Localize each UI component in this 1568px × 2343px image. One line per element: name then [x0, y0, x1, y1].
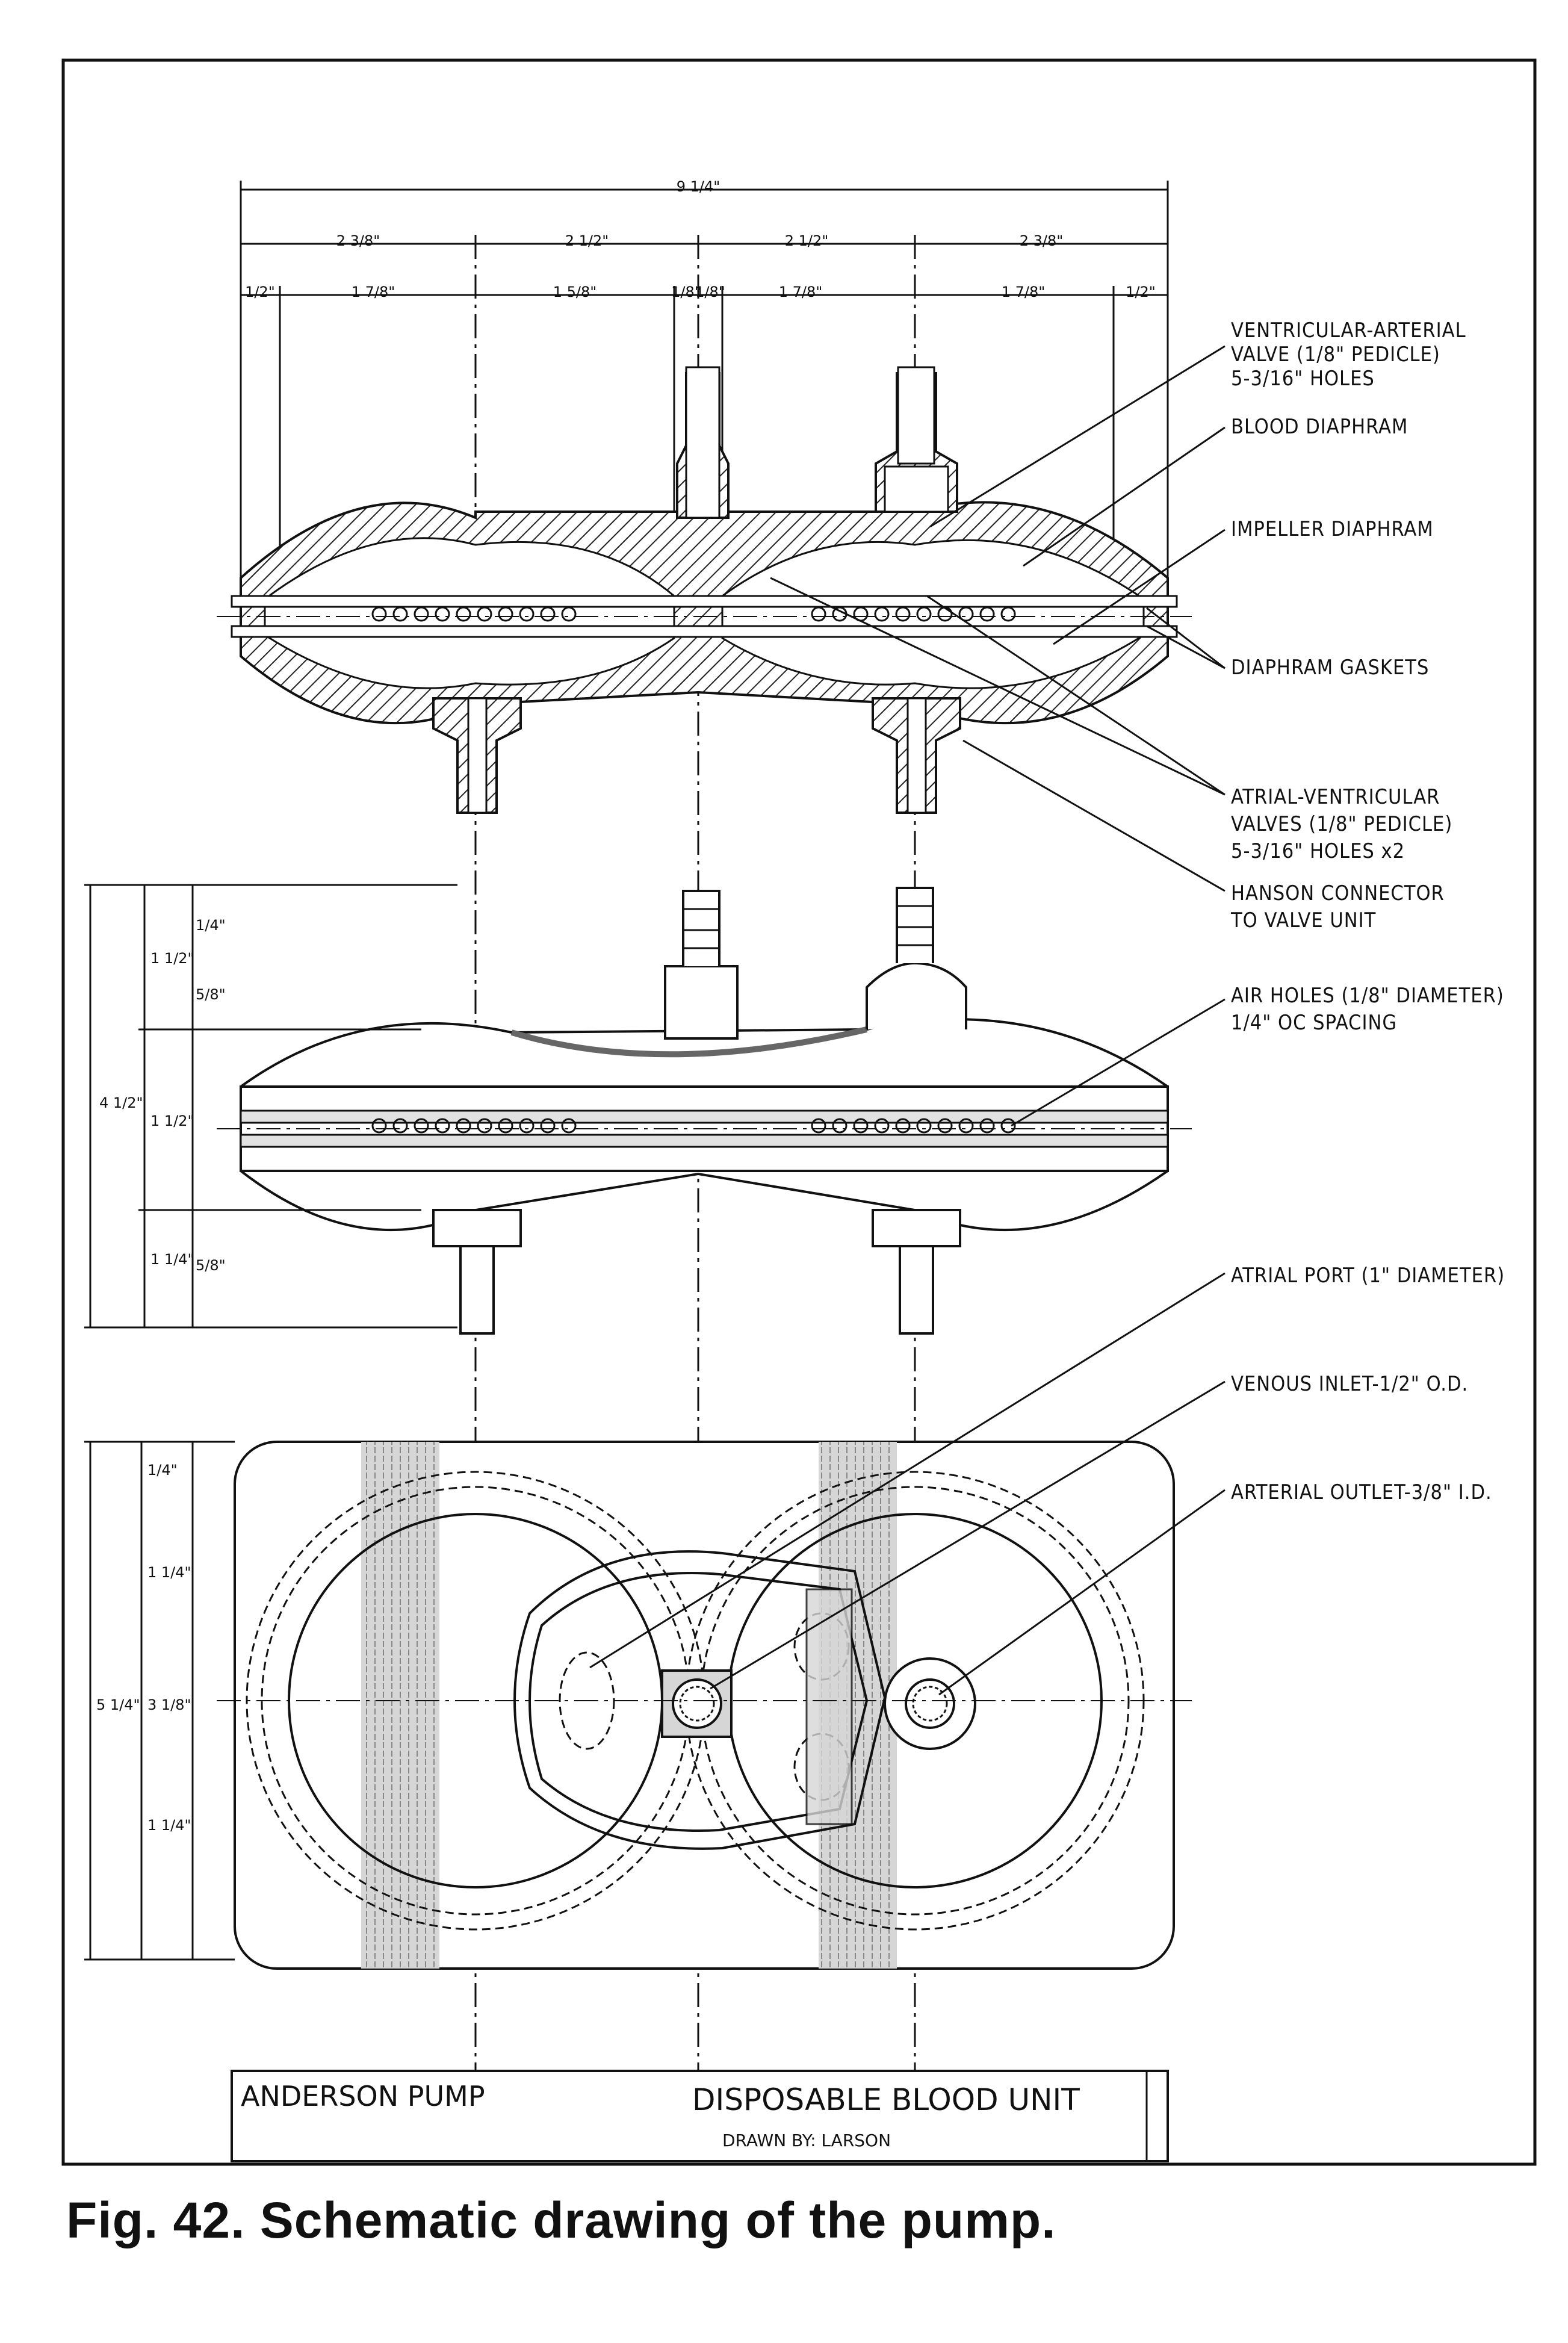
callout-av-valves-line-1: ATRIAL-VENTRICULAR [1231, 785, 1440, 809]
minor-dim-1: 1/2" [245, 284, 275, 300]
major-dim-3: 2 1/2" [785, 232, 829, 249]
callout-av-valves-line-2: VALVES (1/8" PEDICLE) [1231, 812, 1452, 836]
side-view: 4 1/2" 1 1/2" 1 1/2" 1 1/4" 5/8" 5/8" 1/… [84, 884, 1192, 1335]
minor-dim-7: 1 7/8" [1002, 284, 1046, 300]
side-dim-1: 4 1/2" [99, 1094, 143, 1111]
plan-dim-1: 5 1/4" [96, 1696, 140, 1713]
title-block-drawn-by: DRAWN BY: LARSON [722, 2130, 891, 2150]
callout-arterial-outlet: ARTERIAL OUTLET-3/8" I.D. [1231, 1480, 1492, 1504]
callout-atrial-port: ATRIAL PORT (1" DIAMETER) [1231, 1264, 1505, 1288]
side-dim-3: 1 1/2" [150, 1113, 194, 1129]
callout-venous-inlet: VENOUS INLET-1/2" O.D. [1231, 1372, 1468, 1396]
callout-air-holes-line-1: AIR HOLES (1/8" DIAMETER) [1231, 984, 1504, 1008]
callout-gaskets: DIAPHRAM GASKETS [1231, 656, 1429, 680]
side-dim-4: 1 1/4" [150, 1251, 194, 1268]
minor-dim-4: 1/8" [671, 284, 701, 300]
callout-hanson-line-1: HANSON CONNECTOR [1231, 881, 1445, 905]
plan-dim-4: 1 1/4" [147, 1817, 191, 1834]
side-dim-5: 5/8" [196, 986, 226, 1003]
minor-dim-8: 1/2" [1126, 284, 1156, 300]
callouts: VENTRICULAR-ARTERIAL VALVE (1/8" PEDICLE… [1230, 318, 1505, 1504]
callout-hanson-line-2: TO VALVE UNIT [1230, 908, 1376, 933]
callout-blood-diaphragm: BLOOD DIAPHRAM [1231, 415, 1408, 439]
overall-width-label: 9 1/4" [677, 178, 720, 195]
callout-air-holes-line-2: 1/4" OC SPACING [1231, 1011, 1397, 1035]
figure-caption: Fig. 42. Schematic drawing of the pump. [66, 2192, 1056, 2248]
major-dim-2: 2 1/2" [565, 232, 609, 249]
dimension-labels: 9 1/4" 2 3/8" 2 1/2" 2 1/2" 2 3/8" 1/2" … [245, 178, 1156, 300]
minor-dim-2: 1 7/8" [352, 284, 395, 300]
callout-va-valve-line-3: 5-3/16" HOLES [1231, 367, 1375, 391]
side-dim-6: 5/8" [196, 1257, 226, 1274]
minor-dim-6: 1 7/8" [779, 284, 823, 300]
callout-av-valves-line-3: 5-3/16" HOLES x2 [1231, 839, 1405, 863]
callout-va-valve-line-2: VALVE (1/8" PEDICLE) [1231, 343, 1440, 367]
major-dim-4: 2 3/8" [1020, 232, 1064, 249]
plan-dim-5: 1/4" [147, 1462, 178, 1479]
plan-view: 5 1/4" 3 1/8" 1 1/4" 1 1/4" 1/4" [84, 1441, 1192, 1970]
leader-lines [589, 345, 1226, 1696]
side-dim-7: 1/4" [196, 917, 226, 934]
title-block-title: DISPOSABLE BLOOD UNIT [692, 2082, 1080, 2117]
minor-dim-3: 1 5/8" [553, 284, 597, 300]
major-dim-1: 2 3/8" [336, 232, 380, 249]
title-block-left: ANDERSON PUMP [241, 2080, 485, 2112]
callout-impeller-diaphragm: IMPELLER DIAPHRAM [1231, 517, 1434, 541]
title-block: ANDERSON PUMP DISPOSABLE BLOOD UNIT DRAW… [231, 2070, 1169, 2162]
side-dim-2: 1 1/2" [150, 950, 194, 967]
plan-dim-2: 3 1/8" [147, 1696, 191, 1713]
minor-dim-5: 1/8" [695, 284, 725, 300]
sheet-border [61, 58, 1537, 2166]
callout-va-valve-line-1: VENTRICULAR-ARTERIAL [1231, 318, 1466, 343]
plan-dim-3: 1 1/4" [147, 1564, 191, 1581]
section-view [217, 366, 1192, 814]
